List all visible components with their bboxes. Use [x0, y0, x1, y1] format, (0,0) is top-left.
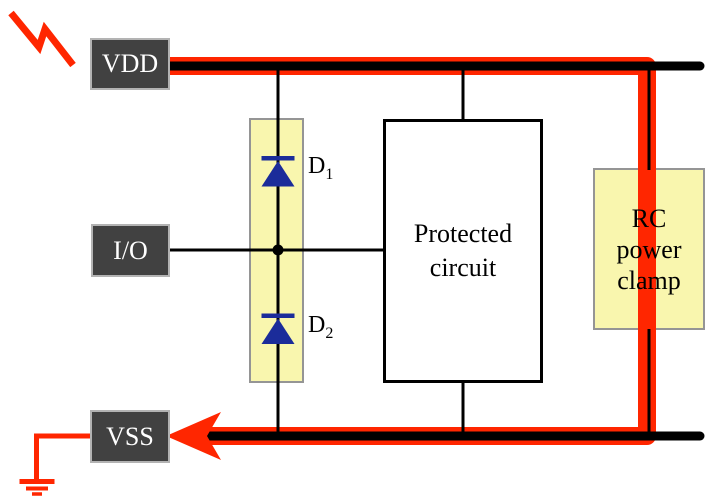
junction-dot [272, 244, 284, 256]
diode-d2-triangle [261, 318, 295, 344]
diode-d1-cathode-bar [261, 156, 295, 161]
io-pad-label: I/O [113, 235, 148, 265]
vdd-pad: VDD [90, 38, 170, 90]
diode-d1-letter: D [308, 153, 326, 179]
protected-circuit-label: Protected circuit [383, 119, 543, 383]
vss-pad-label: VSS [106, 421, 154, 451]
rc-clamp-line1: RC [631, 203, 667, 233]
io-pad: I/O [91, 224, 170, 277]
diode-d1-label: D1 [308, 153, 334, 183]
esd-strike-icon [8, 10, 76, 68]
rc-clamp-label: RC power clamp [593, 168, 705, 330]
ground-icon [19, 479, 55, 496]
current-arrow-icon [166, 412, 221, 460]
protected-circuit-line2: circuit [429, 253, 497, 282]
diode-d2-symbol [261, 313, 295, 344]
diode-d2-label: D2 [308, 312, 334, 342]
diode-d2-cathode-bar [261, 313, 295, 318]
diode-d1-subscript: 1 [325, 165, 334, 183]
diode-d1-symbol [261, 156, 295, 187]
vdd-pad-label: VDD [101, 49, 159, 78]
vss-pad: VSS [90, 410, 170, 463]
diode-d2-subscript: 2 [325, 324, 334, 342]
rc-clamp-line2: power [616, 234, 682, 264]
diode-d1-triangle [261, 161, 295, 187]
protected-circuit-line1: Protected [413, 219, 513, 248]
esd-ground-wire [34, 433, 93, 479]
rc-clamp-line3: clamp [617, 265, 681, 295]
diode-d2-letter: D [308, 312, 326, 338]
